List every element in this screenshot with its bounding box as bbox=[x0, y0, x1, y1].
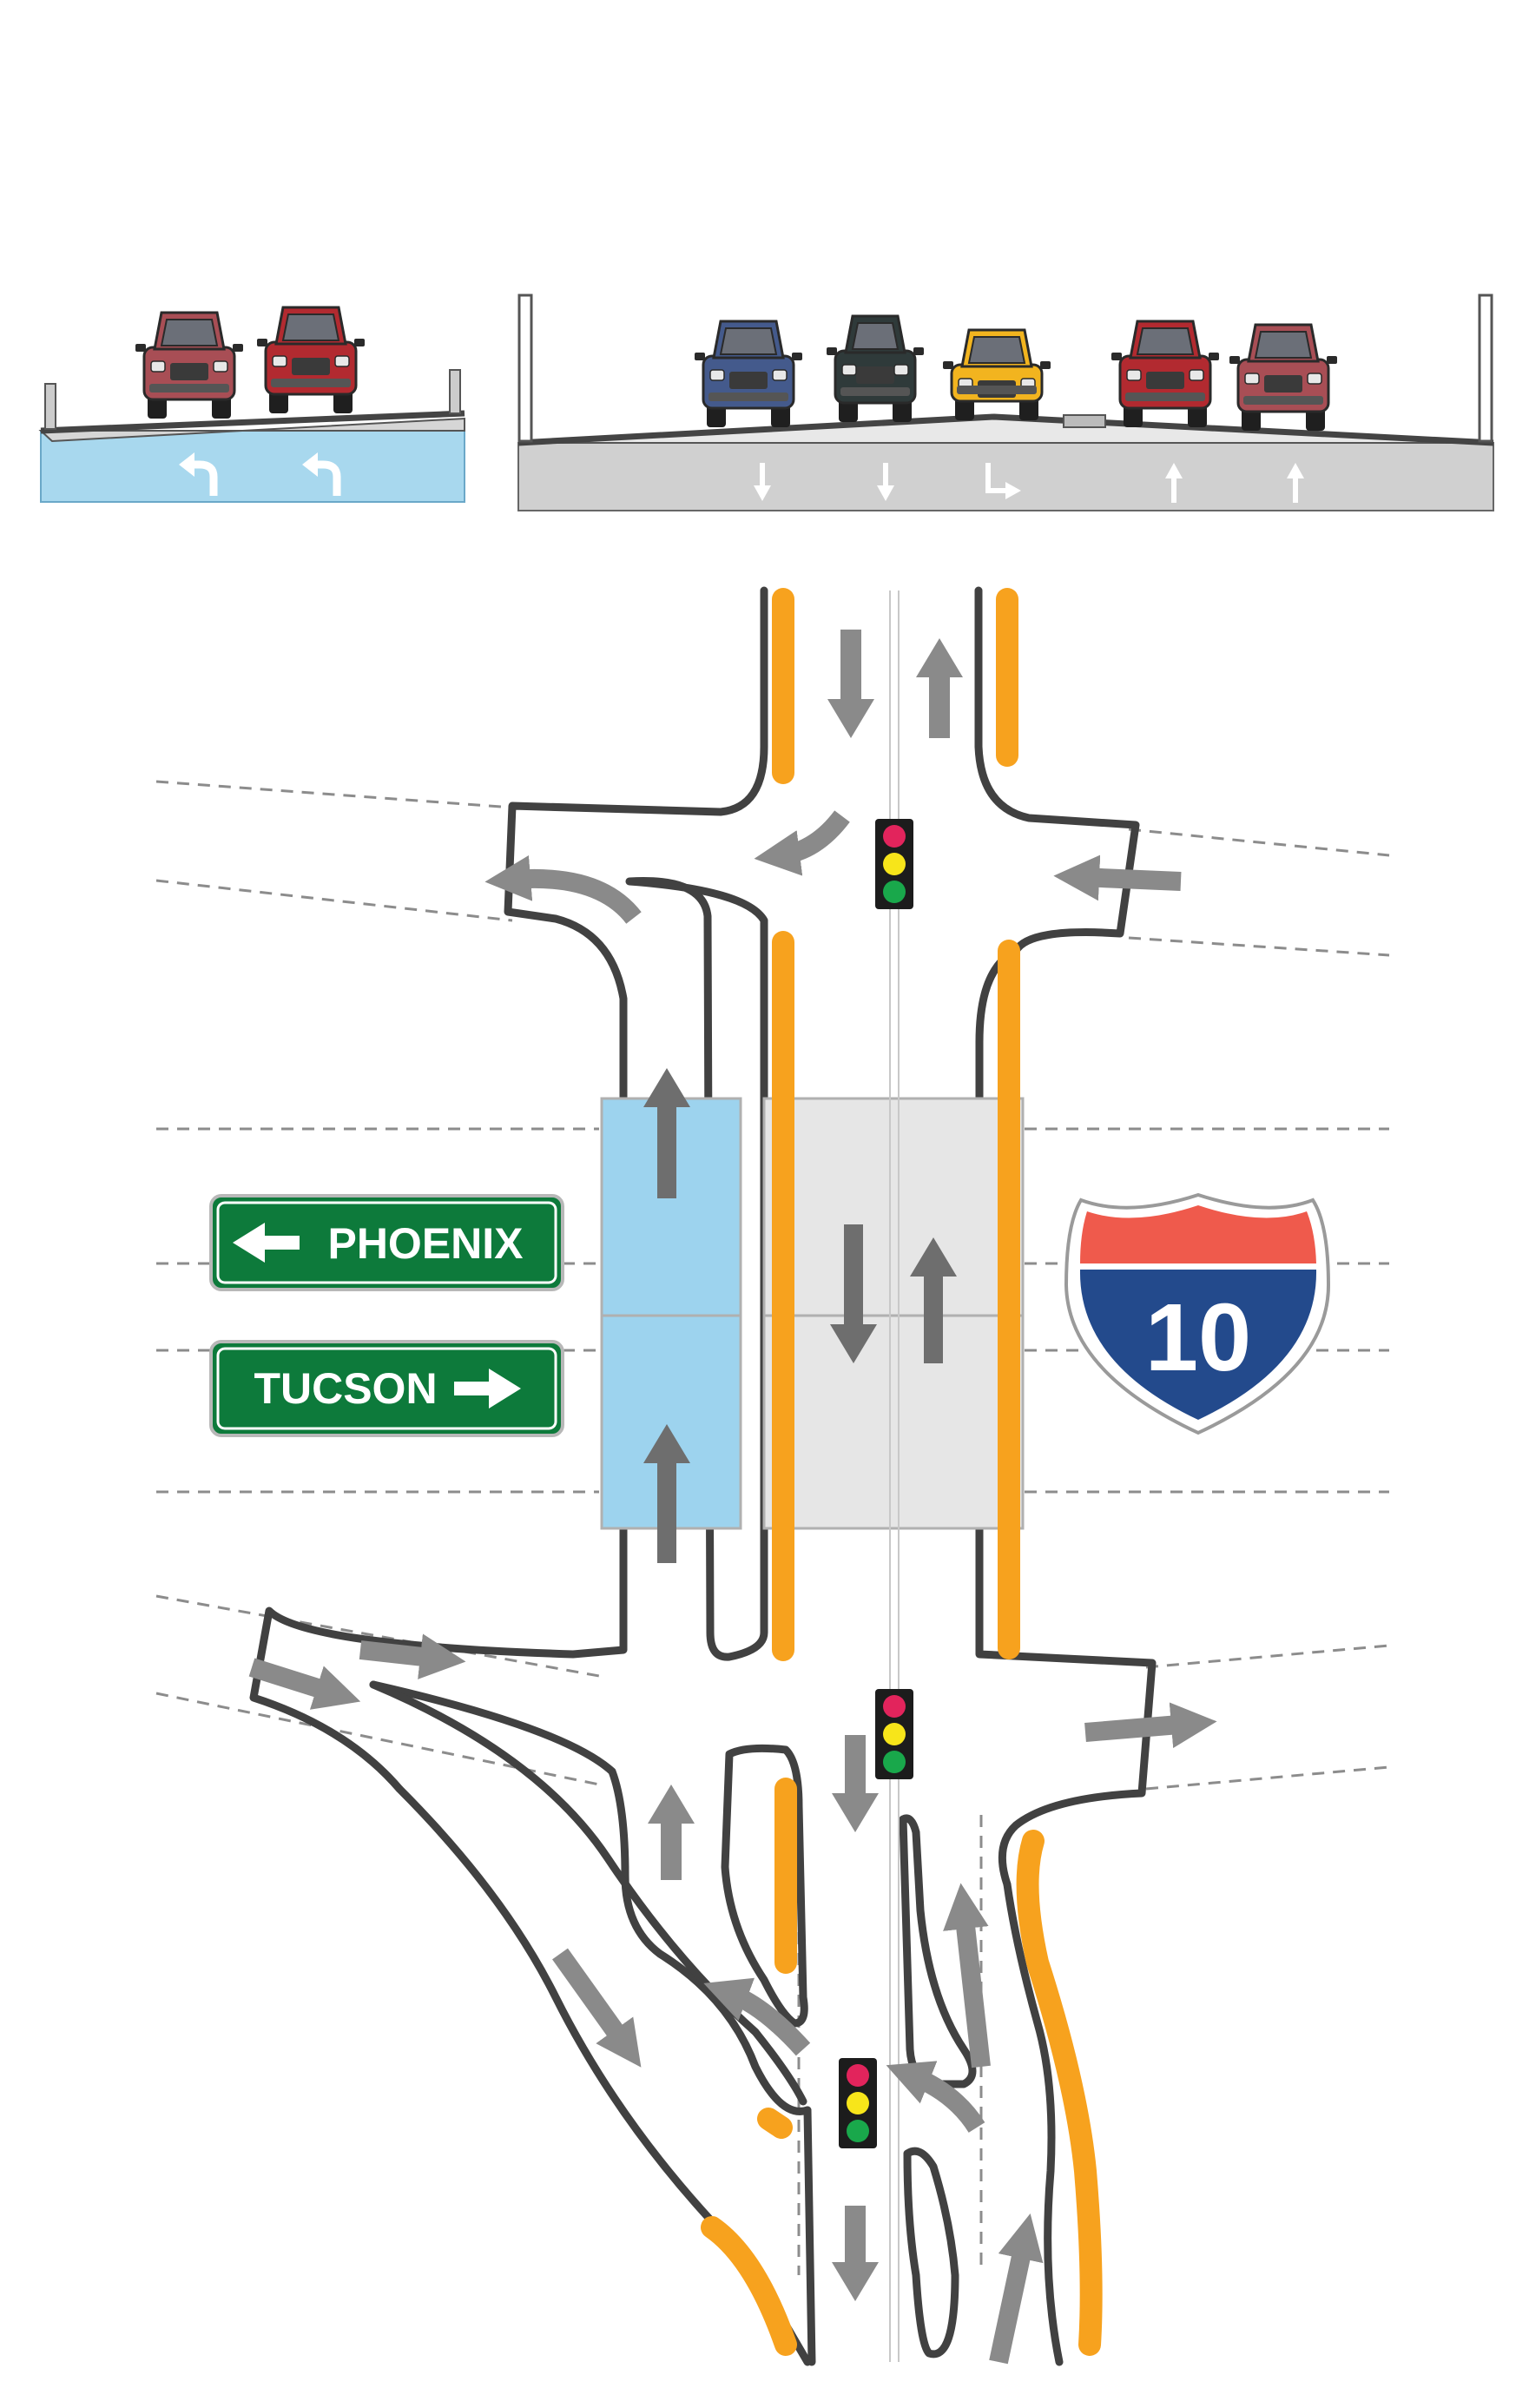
bridge-gray-south bbox=[762, 1314, 1025, 1530]
phoenix-sign: PHOENIX bbox=[209, 1194, 564, 1291]
cross-section-right-barrier-right bbox=[1478, 294, 1493, 443]
arrow-bridge-down bbox=[830, 1224, 877, 1363]
arrow-bridge-up bbox=[910, 1237, 957, 1363]
arrow-south-up-right bbox=[943, 1883, 991, 2068]
shield-number: 10 bbox=[1145, 1284, 1251, 1391]
pavement-outlines bbox=[249, 586, 1157, 2366]
left-lane-arrow-1-left-turn-icon bbox=[302, 452, 341, 496]
south-island-1 bbox=[721, 1744, 808, 2028]
phoenix-arrow-icon bbox=[233, 1223, 300, 1263]
cross-section-right-median bbox=[1063, 414, 1106, 428]
left-lane-arrow-0-left-turn-icon bbox=[179, 452, 218, 496]
arrow-south-up-left bbox=[703, 1977, 811, 2056]
south-left-outer bbox=[395, 1785, 812, 2366]
cross-section-left-deck bbox=[38, 417, 465, 443]
right-lane-arrow-4-up-icon bbox=[1287, 463, 1304, 503]
arrow-lower-right-out bbox=[1084, 1702, 1217, 1749]
right-lane-arrow-0-down-icon bbox=[754, 463, 771, 501]
shield-red-band bbox=[1080, 1205, 1316, 1263]
tucson-arrow-icon bbox=[454, 1369, 521, 1409]
cross-section-left-barrier-right bbox=[449, 369, 461, 414]
right-vehicle-0-pickup bbox=[695, 320, 802, 427]
arrow-lower-left-in bbox=[248, 1658, 361, 1710]
cross-section-right bbox=[517, 294, 1494, 511]
arrow-north-down bbox=[827, 630, 874, 738]
lane-arrows-dark bbox=[643, 1068, 957, 1563]
arrow-lower-left-in-2 bbox=[359, 1633, 466, 1679]
arrow-north-up bbox=[916, 638, 963, 738]
right-vehicle-2-hatchback bbox=[943, 328, 1051, 420]
shield-blue-body bbox=[1079, 1270, 1317, 1420]
interstate-shield: 10 bbox=[1064, 1192, 1331, 1435]
south-signal-icon bbox=[839, 2058, 877, 2148]
arrow-bridge-blue-up-1 bbox=[643, 1068, 690, 1198]
phoenix-label: PHOENIX bbox=[327, 1219, 523, 1268]
arrow-south-down bbox=[832, 2206, 879, 2301]
tucson-label: TUCSON bbox=[254, 1364, 437, 1413]
north-left-edge bbox=[249, 586, 768, 1793]
tucson-sign: TUCSON bbox=[209, 1340, 564, 1437]
arrow-upper-left-curve bbox=[484, 855, 642, 925]
arrow-south-right-up bbox=[989, 2213, 1044, 2365]
cross-section-right-barrier-left bbox=[517, 294, 533, 443]
south-right-outer bbox=[1003, 1880, 1064, 2366]
right-vehicle-3-pickup bbox=[1111, 320, 1219, 427]
left-vehicle-1-pickup bbox=[257, 306, 365, 413]
upper-ramp-island bbox=[625, 877, 768, 1661]
cross-section-left-barrier-left bbox=[44, 383, 56, 430]
turn-arrows bbox=[248, 810, 1217, 2365]
bridge-gray-north bbox=[762, 1097, 1025, 1317]
arrow-bridge-blue-up-2 bbox=[643, 1424, 690, 1563]
arrow-north-left-curve bbox=[754, 810, 850, 876]
middle-signal-icon bbox=[875, 1689, 913, 1779]
right-lane-arrow-2-down-left-turn-icon bbox=[985, 463, 1021, 499]
cross-section-right-base bbox=[517, 442, 1494, 511]
right-lane-arrow-3-up-icon bbox=[1165, 463, 1183, 503]
orange-curbs bbox=[701, 588, 1103, 2356]
south-left-ramp bbox=[369, 1680, 812, 2115]
arrow-middle-up bbox=[648, 1785, 695, 1880]
cross-section-right-surface bbox=[517, 413, 1494, 446]
lane-arrows-light bbox=[648, 630, 963, 2301]
south-island-3 bbox=[903, 2147, 959, 2359]
right-vehicle-1-suv bbox=[827, 314, 924, 422]
arrow-south-right-curve bbox=[886, 2061, 985, 2134]
cross-section-left bbox=[38, 306, 465, 503]
arrow-upper-right-in bbox=[1053, 854, 1182, 901]
north-signal-icon bbox=[875, 819, 913, 909]
cross-section-left-surface bbox=[40, 410, 465, 434]
left-vehicle-0-pickup bbox=[135, 311, 243, 419]
arrow-middle-down bbox=[832, 1735, 879, 1832]
cross-section-right-deck bbox=[517, 415, 1494, 444]
arrow-south-left-diag bbox=[552, 1948, 642, 2068]
right-lane-arrow-1-down-icon bbox=[877, 463, 894, 501]
right-vehicle-4-pickup bbox=[1229, 323, 1337, 431]
south-left-ramp-inner bbox=[369, 1680, 807, 2106]
north-right-edge bbox=[974, 586, 1157, 1889]
bridge-decks bbox=[600, 1097, 1025, 1530]
cross-section-left-base bbox=[40, 430, 465, 503]
south-left-lane-edge bbox=[803, 2106, 816, 2366]
